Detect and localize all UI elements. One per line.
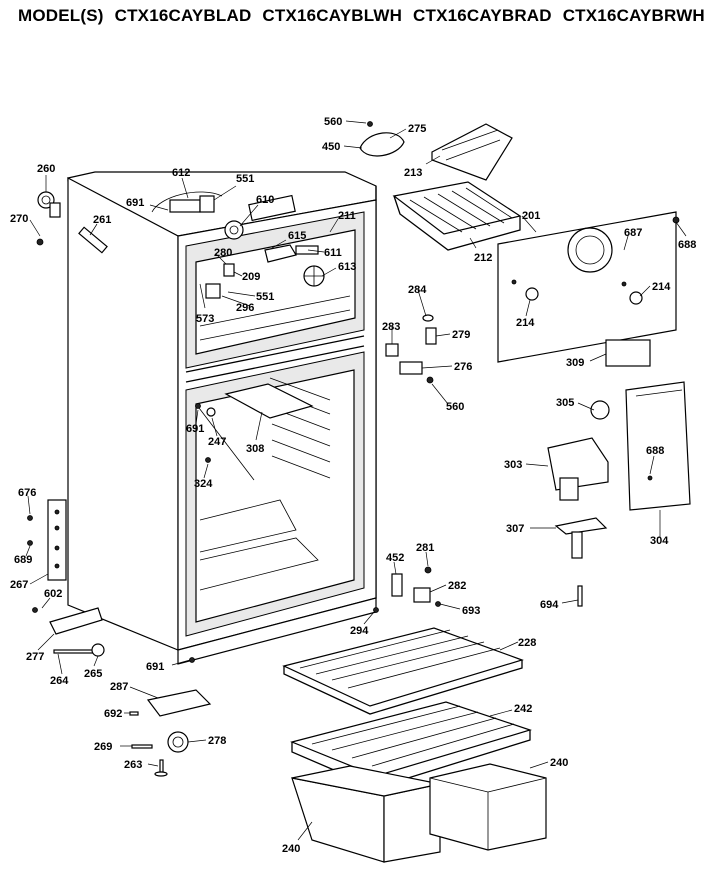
part-label: 324 xyxy=(194,478,213,490)
part-label: 551 xyxy=(256,291,274,303)
model-number: CTX16CAYBRWH xyxy=(562,6,704,25)
part-label: 573 xyxy=(196,313,214,325)
part-label: 693 xyxy=(462,605,480,617)
part-label: 692 xyxy=(104,708,122,720)
part-label: 452 xyxy=(386,552,404,564)
part-label: 279 xyxy=(452,329,470,341)
part-label: 270 xyxy=(10,213,28,225)
part-label: 691 xyxy=(186,423,204,435)
part-label: 296 xyxy=(236,302,254,314)
part-label: 209 xyxy=(242,271,260,283)
part-label: 560 xyxy=(324,116,342,128)
part-label: 264 xyxy=(50,675,69,687)
glass-shelf xyxy=(282,627,524,715)
part-label: 281 xyxy=(416,542,434,554)
part-label: 611 xyxy=(324,247,342,259)
part-label: 305 xyxy=(556,397,574,409)
part-label: 615 xyxy=(288,230,306,242)
part-label: 304 xyxy=(650,535,669,547)
crisper-drawer-right xyxy=(429,763,547,851)
ice-tray-assembly xyxy=(359,121,513,181)
part-label: 691 xyxy=(146,661,164,673)
part-label: 602 xyxy=(44,588,62,600)
part-label: 612 xyxy=(172,167,190,179)
part-label: 687 xyxy=(624,227,642,239)
part-label: 212 xyxy=(474,252,492,264)
mid-hardware xyxy=(385,314,651,420)
part-label: 276 xyxy=(454,361,472,373)
part-label: 214 xyxy=(652,281,671,293)
part-label: 691 xyxy=(126,197,144,209)
refrigerator-cabinet xyxy=(67,171,377,665)
part-label: 613 xyxy=(338,261,356,273)
part-label: 309 xyxy=(566,357,584,369)
part-label: 240 xyxy=(282,843,300,855)
part-label: 283 xyxy=(382,321,400,333)
model-number: CTX16CAYBLWH xyxy=(262,6,403,25)
bottom-left-hardware xyxy=(53,643,212,777)
part-label: 294 xyxy=(350,625,369,637)
part-label: 694 xyxy=(540,599,559,611)
part-label: 269 xyxy=(94,741,112,753)
part-label: 610 xyxy=(256,194,274,206)
control-housing xyxy=(547,381,691,559)
part-label: 260 xyxy=(37,163,55,175)
part-label: 267 xyxy=(10,579,28,591)
part-labels: 560 275 450 213 260 270 261 612 551 691 … xyxy=(10,116,696,855)
lower-hardware xyxy=(189,566,583,663)
part-label: 284 xyxy=(408,284,427,296)
part-label: 211 xyxy=(338,210,356,222)
part-label: 450 xyxy=(322,141,340,153)
freezer-shelf xyxy=(392,181,522,251)
part-label: 287 xyxy=(110,681,128,693)
model-number: CTX16CAYBRAD xyxy=(413,6,552,25)
part-label: 265 xyxy=(84,668,102,680)
back-panel-cover xyxy=(497,211,680,363)
part-label: 688 xyxy=(646,445,664,457)
part-label: 676 xyxy=(18,487,36,499)
part-label: 242 xyxy=(514,703,532,715)
part-label: 247 xyxy=(208,436,226,448)
crisper-drawer-left xyxy=(291,765,441,863)
part-label: 214 xyxy=(516,317,535,329)
part-label: 261 xyxy=(93,214,111,226)
part-label: 280 xyxy=(214,247,232,259)
fresh-food-parts xyxy=(195,383,314,463)
part-label: 277 xyxy=(26,651,44,663)
model-number: CTX16CAYBLAD xyxy=(114,6,252,25)
part-label: 213 xyxy=(404,167,422,179)
part-label: 688 xyxy=(678,239,696,251)
part-label: 240 xyxy=(550,757,568,769)
part-label: 228 xyxy=(518,637,536,649)
part-label: 282 xyxy=(448,580,466,592)
leader-lines xyxy=(25,120,687,841)
part-label: 263 xyxy=(124,759,142,771)
part-label: 201 xyxy=(522,210,540,222)
part-label: 275 xyxy=(408,123,426,135)
part-label: 278 xyxy=(208,735,226,747)
part-label: 551 xyxy=(236,173,254,185)
model-prefix: MODEL(S) xyxy=(18,6,104,25)
part-label: 560 xyxy=(446,401,464,413)
left-hinge-parts xyxy=(27,191,108,635)
diagram-title: MODEL(S) CTX16CAYBLAD CTX16CAYBLWH CTX16… xyxy=(18,6,704,26)
crisper-cover xyxy=(290,701,532,789)
part-label: 689 xyxy=(14,554,32,566)
part-label: 303 xyxy=(504,459,522,471)
part-label: 307 xyxy=(506,523,524,535)
part-label: 308 xyxy=(246,443,264,455)
